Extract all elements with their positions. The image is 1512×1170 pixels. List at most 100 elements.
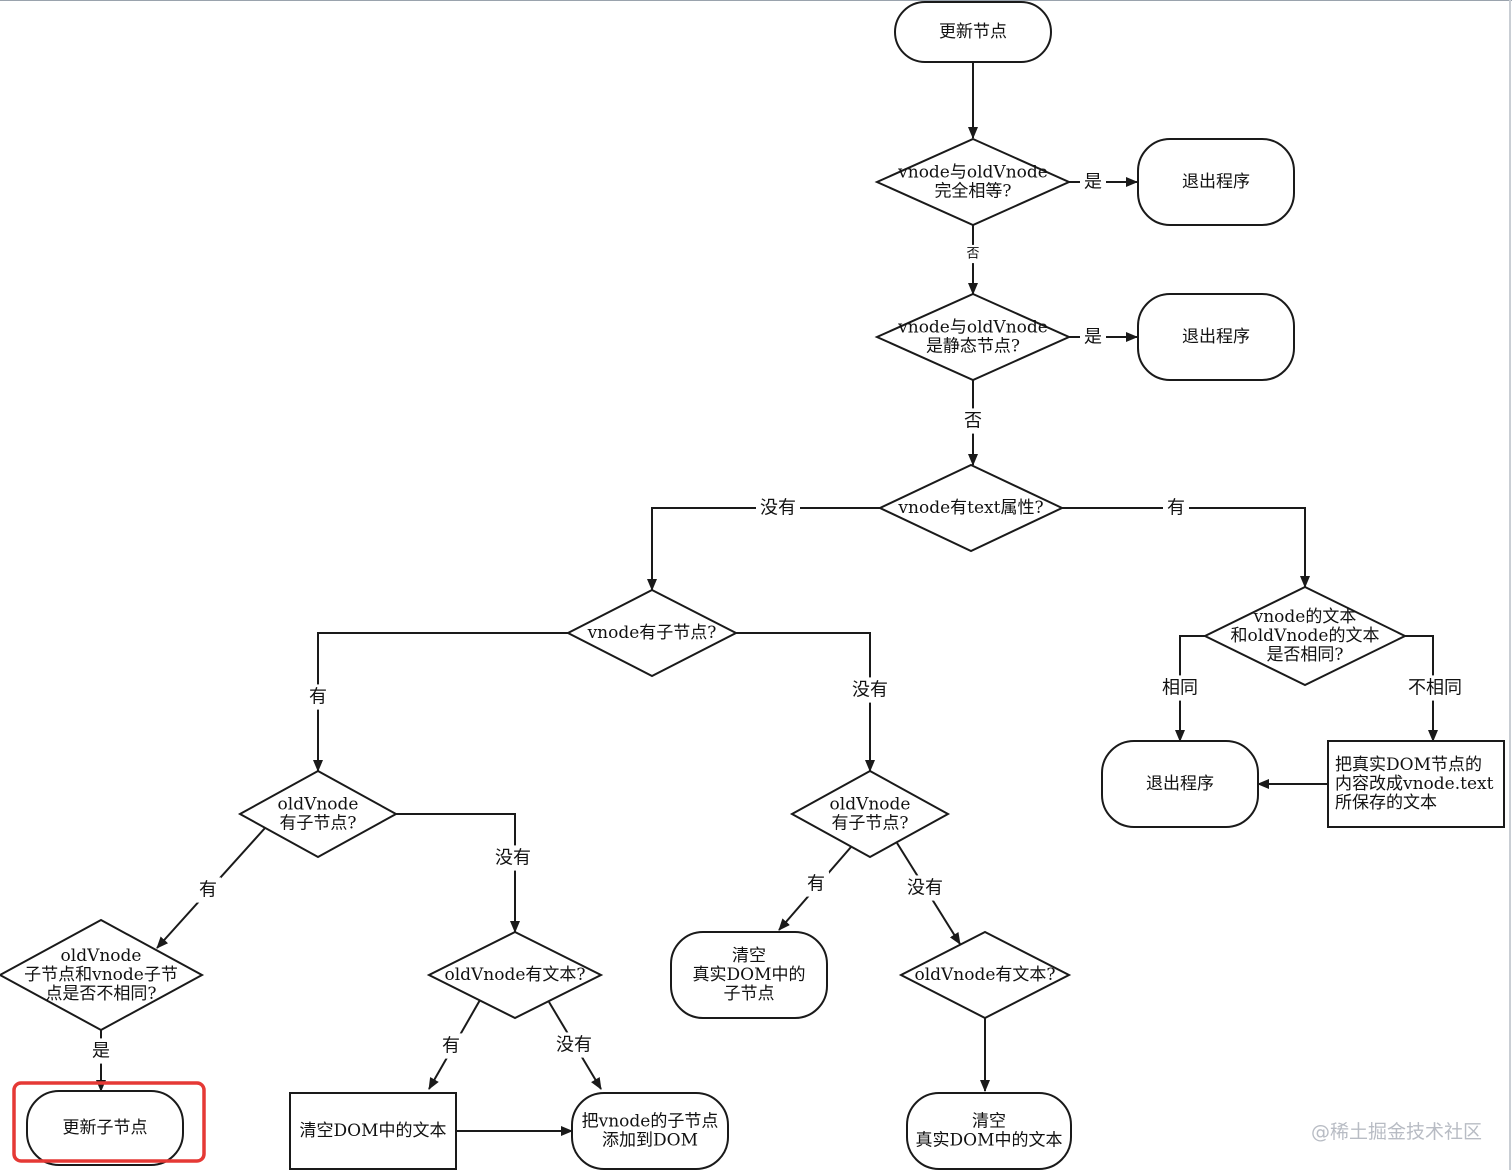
edge-label-e12: 没有 <box>852 680 888 701</box>
edge-e8-connector <box>1175 635 1205 742</box>
edge-label-bg <box>903 875 947 901</box>
edge-label-e15: 有 <box>807 874 825 895</box>
edge-label-e13: 有 <box>199 880 217 901</box>
terminal-node-t_exit1: 退出程序 <box>1137 138 1295 226</box>
diamond-shape <box>874 137 1072 227</box>
terminal-node-t_updatechild: 更新子节点 <box>26 1090 184 1166</box>
node-text-line: oldVnode有文本? <box>444 965 585 985</box>
edge-e14-connector <box>396 813 520 933</box>
node-text-line: oldVnode <box>830 795 911 815</box>
diamond-shape <box>237 769 399 859</box>
decision-node-d_oldtext1: oldVnode有文本? <box>426 930 604 1020</box>
node-text-line: vnode的文本 <box>1253 607 1357 627</box>
diamond-shape <box>565 588 739 678</box>
node-text-line: vnode有text属性? <box>897 498 1043 518</box>
edge-label-bg <box>962 244 984 264</box>
edge-e11-connector <box>313 632 568 772</box>
rounded-terminal-shape <box>1101 740 1259 828</box>
node-text-line: 退出程序 <box>1146 774 1214 794</box>
edge-label-e4: 是 <box>1084 327 1102 348</box>
node-text-line: 是静态节点? <box>926 337 1020 357</box>
rounded-terminal-shape <box>906 1092 1072 1170</box>
edge-label-bg <box>848 677 892 703</box>
node-text-line: 更新节点 <box>939 22 1007 42</box>
edge-e9-connector <box>1405 635 1438 742</box>
node-text-line: vnode有子节点? <box>587 623 717 643</box>
node-text-line: 添加到DOM <box>602 1131 698 1151</box>
node-text-line: 真实DOM中的 <box>693 965 806 985</box>
diamond-shape <box>0 918 205 1032</box>
node-text-line: 更新子节点 <box>63 1118 148 1138</box>
edge-label-e19: 没有 <box>556 1035 592 1056</box>
edge-e6-connector <box>647 507 880 591</box>
decision-node-d_text: vnode有text属性? <box>877 463 1065 553</box>
edge-label-bg <box>756 495 800 521</box>
edge-label-e18: 有 <box>442 1036 460 1057</box>
node-text-line: 点是否不相同? <box>45 984 156 1004</box>
node-text-line: oldVnode <box>278 795 359 815</box>
edge-label-bg <box>803 871 829 897</box>
edge-label-bg <box>1158 675 1202 701</box>
edge-label-bg <box>1404 675 1466 701</box>
edge-label-bg <box>195 877 221 903</box>
edge-label-e2: 是 <box>1084 172 1102 193</box>
edge-label-bg <box>88 1038 114 1064</box>
decision-node-d_oldtext2: oldVnode有文本? <box>898 930 1072 1020</box>
rounded-terminal-shape <box>1137 293 1295 381</box>
node-text-line: oldVnode <box>61 946 142 966</box>
edge-e12-connector <box>736 632 875 772</box>
node-text-line: 所保存的文本 <box>1335 793 1437 813</box>
diamond-shape <box>789 769 951 859</box>
node-text-line: 有子节点? <box>831 814 908 834</box>
edge-label-e6: 没有 <box>760 498 796 519</box>
node-text-line: 清空DOM中的文本 <box>300 1121 447 1141</box>
edge-label-e17: 是 <box>92 1041 110 1062</box>
watermark: @稀土掘金技术社区 <box>1311 1121 1482 1143</box>
edge-label-e14: 没有 <box>495 848 531 869</box>
edge-e7-connector <box>1062 507 1310 588</box>
edge-label-bg <box>960 408 986 434</box>
terminal-node-t_exit3: 退出程序 <box>1101 740 1259 828</box>
node-text-line: 清空 <box>732 946 766 966</box>
terminal-node-n_update: 更新节点 <box>894 1 1052 63</box>
diamond-shape <box>898 930 1072 1020</box>
node-text-line: 真实DOM中的文本 <box>916 1131 1063 1151</box>
node-text-line: 把真实DOM节点的 <box>1335 755 1482 775</box>
diamond-shape <box>874 292 1072 382</box>
edge-label-bg <box>1080 324 1106 350</box>
edge-label-bg <box>305 684 331 710</box>
process-node-p_cleartext: 清空DOM中的文本 <box>289 1092 457 1170</box>
edge-label-e8: 相同 <box>1162 678 1198 699</box>
process-box-shape <box>289 1092 457 1170</box>
terminal-node-t_exit2: 退出程序 <box>1137 293 1295 381</box>
rounded-terminal-shape <box>894 1 1052 63</box>
diamond-shape <box>877 463 1065 553</box>
node-text-line: vnode与oldVnode <box>897 163 1048 183</box>
node-text-line: 是否相同? <box>1266 645 1343 665</box>
node-text-line: 清空 <box>972 1112 1006 1132</box>
edge-label-bg <box>438 1033 464 1059</box>
rounded-terminal-shape <box>670 931 828 1019</box>
edge-label-e5: 否 <box>964 411 982 432</box>
node-text-line: 退出程序 <box>1182 172 1250 192</box>
decision-node-d_vchild: vnode有子节点? <box>565 588 739 678</box>
process-box-shape <box>1327 740 1505 828</box>
node-text-line: 把vnode的子节点 <box>582 1112 719 1132</box>
rounded-terminal-shape <box>26 1090 184 1166</box>
node-text-line: 有子节点? <box>279 814 356 834</box>
node-text-line: vnode与oldVnode <box>897 318 1048 338</box>
edge-label-e11: 有 <box>309 687 327 708</box>
node-text-line: 子节点 <box>724 984 775 1004</box>
edge-label-e7: 有 <box>1167 498 1185 519</box>
diamond-shape <box>426 930 604 1020</box>
node-text-line: 子节点和vnode子节 <box>24 965 178 985</box>
